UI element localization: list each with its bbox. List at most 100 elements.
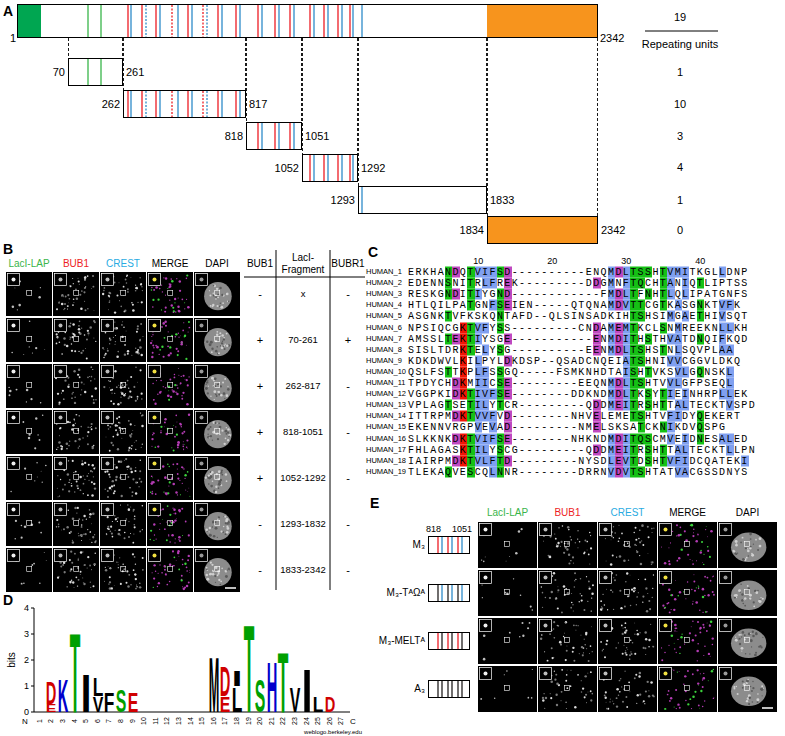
stain-dot	[177, 387, 179, 389]
stain-dot	[568, 562, 570, 564]
stain-dot	[671, 609, 672, 610]
stain-dot	[210, 396, 211, 397]
stain-dot	[71, 483, 72, 484]
stain-dot	[10, 491, 11, 492]
stain-dot	[188, 581, 190, 583]
inset-spot	[724, 576, 728, 580]
stain-dot	[214, 377, 217, 380]
inset-frame	[196, 550, 208, 562]
stain-dot	[82, 519, 84, 521]
stain-dot	[206, 574, 209, 577]
inset-frame	[540, 620, 552, 632]
stain-dot	[163, 491, 164, 492]
stain-dot	[68, 384, 69, 385]
stain-dot	[208, 477, 211, 480]
stain-dot	[80, 426, 82, 428]
stain-dot	[14, 287, 16, 289]
stain-dot	[227, 428, 229, 430]
stain-dot	[646, 610, 648, 612]
stain-dot	[131, 448, 132, 449]
stain-dot	[675, 579, 677, 581]
stain-dot	[182, 564, 183, 565]
inset-marker	[505, 589, 510, 594]
stain-dot	[558, 527, 560, 529]
stain-dot	[207, 434, 208, 435]
stain-dot	[757, 590, 759, 592]
inset-spot	[200, 416, 204, 420]
stain-dot	[80, 352, 82, 354]
stain-dot	[136, 440, 137, 441]
stain-dot	[159, 564, 160, 565]
stain-dot	[632, 642, 634, 644]
stain-dot	[218, 394, 220, 396]
stain-dot	[83, 291, 85, 293]
stain-dot	[750, 538, 752, 540]
micrograph	[6, 410, 52, 454]
stain-dot	[178, 310, 180, 312]
stain-dot	[64, 571, 66, 573]
stain-dot	[151, 446, 152, 447]
stain-dot	[673, 609, 675, 611]
stain-dot	[217, 383, 219, 385]
stain-dot	[695, 634, 697, 636]
stain-dot	[178, 555, 180, 557]
stain-dot	[151, 475, 153, 477]
stain-dot	[556, 597, 557, 598]
stain-dot	[67, 294, 69, 296]
stain-dot	[653, 646, 655, 648]
stain-dot	[69, 581, 72, 584]
stain-dot	[114, 529, 116, 531]
stain-dot	[64, 332, 66, 334]
stain-dot	[747, 548, 748, 549]
stain-dot	[627, 542, 629, 544]
stain-dot	[741, 593, 743, 595]
inset-marker	[27, 336, 32, 341]
stain-dot	[216, 331, 218, 333]
stain-dot	[176, 348, 178, 350]
stain-dot	[678, 595, 680, 597]
stain-dot	[135, 563, 136, 564]
stain-dot	[107, 566, 109, 568]
stain-dot	[167, 345, 169, 347]
stain-dot	[181, 395, 182, 396]
stain-dot	[109, 300, 110, 301]
micrograph-ground	[538, 522, 597, 568]
dapi-stain	[731, 533, 766, 562]
stain-dot	[58, 526, 60, 528]
micrograph-ground	[658, 618, 717, 664]
stain-dot	[584, 639, 585, 640]
stain-dot	[697, 533, 698, 534]
stain-dot	[159, 391, 161, 393]
stain-dot	[575, 579, 576, 580]
stain-dot	[121, 336, 123, 338]
stain-dot	[62, 489, 64, 491]
stain-dot	[162, 291, 163, 292]
stain-dot	[624, 631, 626, 633]
stain-dot	[116, 418, 118, 420]
stain-dot	[61, 392, 62, 393]
stain-dot	[94, 534, 95, 535]
stain-dot	[636, 551, 638, 553]
stain-dot	[95, 399, 97, 401]
stain-dot	[84, 564, 86, 566]
stain-dot	[205, 529, 208, 532]
micrograph	[147, 272, 193, 316]
stain-dot	[162, 519, 164, 521]
stain-dot	[549, 633, 551, 635]
stain-dot	[224, 344, 225, 345]
stain-dot	[61, 303, 64, 306]
inset-spot	[724, 528, 728, 532]
stain-dot	[186, 570, 188, 572]
stain-dot	[89, 326, 92, 329]
stain-dot	[583, 609, 585, 611]
stain-dot	[87, 426, 89, 428]
stain-dot	[73, 370, 75, 372]
stain-dot	[601, 607, 603, 609]
inset-frame	[480, 572, 492, 584]
stain-dot	[221, 430, 223, 432]
micrograph-ground	[100, 502, 146, 546]
stain-dot	[58, 441, 60, 443]
stain-dot	[693, 574, 695, 576]
inset-spot	[200, 508, 204, 512]
stain-dot	[137, 325, 139, 327]
